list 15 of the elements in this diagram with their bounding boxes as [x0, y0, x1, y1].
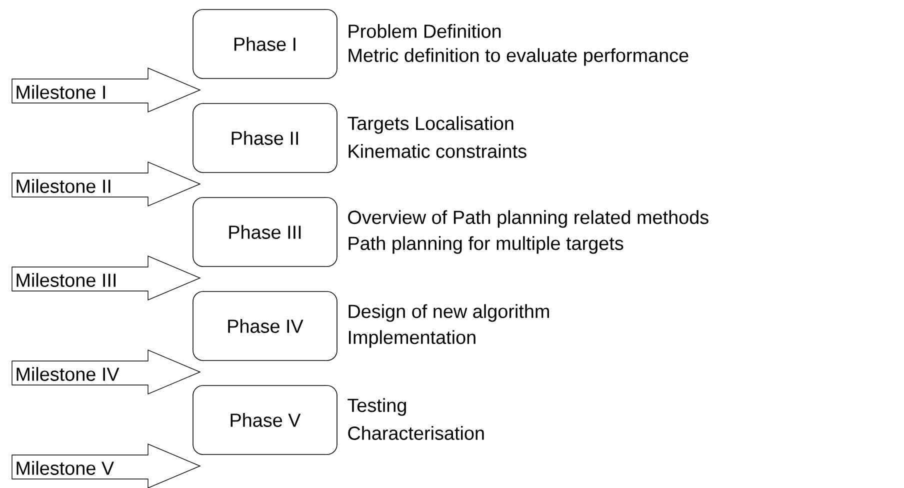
phase-description: Path planning for multiple targets [348, 236, 624, 254]
phase-description: Testing [348, 398, 406, 416]
phase-box: Phase V [192, 385, 338, 455]
phase-description: Targets Localisation [348, 116, 514, 134]
phase-description: Overview of Path planning related methods [348, 210, 708, 228]
phase-description: Implementation [348, 330, 476, 348]
phase-box: Phase I [192, 9, 338, 79]
phase-description: Kinematic constraints [348, 144, 526, 158]
phase-box: Phase IV [192, 291, 338, 361]
phase-description: Metric definition to evaluate performance [348, 48, 688, 66]
phase-description: Characterisation [348, 426, 484, 440]
phase-description: Problem Definition [348, 24, 501, 38]
phase-box: Phase II [192, 103, 338, 173]
phase-box: Phase III [192, 197, 338, 267]
phase-description: Design of new algorithm [348, 304, 549, 322]
